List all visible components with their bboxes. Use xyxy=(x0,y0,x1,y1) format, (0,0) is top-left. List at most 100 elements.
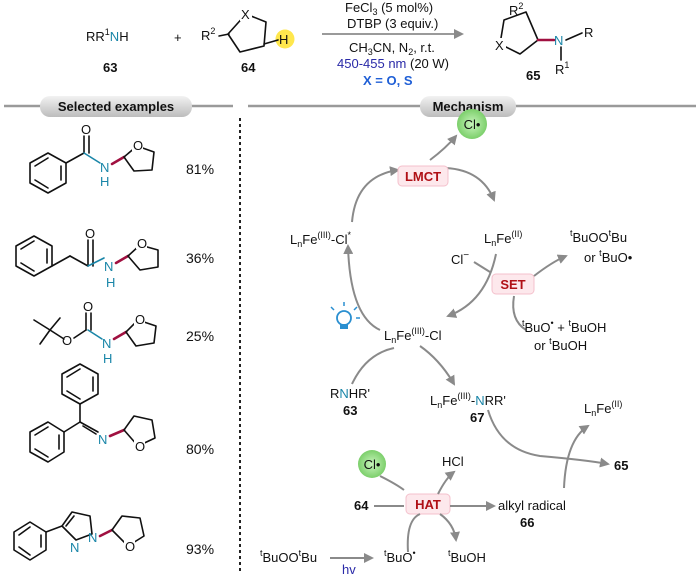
arc-to-lmct xyxy=(351,166,400,223)
right-section-pill xyxy=(420,96,516,117)
lmct-box xyxy=(397,165,449,187)
arc-feii-to-fecl xyxy=(446,253,497,318)
ex4-n: N xyxy=(98,432,107,447)
fe-ii: LnFe(II) xyxy=(484,229,522,248)
ex2-ring-o: O xyxy=(137,236,147,251)
ex1-carbonyl-o: O xyxy=(81,122,91,137)
bottom-tbuoh: tBuOH xyxy=(448,548,486,565)
atom-x: X xyxy=(241,7,250,22)
or-tbuoh: or tBuOH xyxy=(534,336,587,353)
label-67: 67 xyxy=(470,410,484,425)
reaction-scheme: RR1NH 63 + H X R2 64 FeCl3 (5 mol%) DTBP… xyxy=(86,0,593,88)
example-1: O N H O 81% xyxy=(29,122,214,194)
ex5-n1: N xyxy=(88,530,97,545)
fe-nrr: LnFe(III)-NRR' xyxy=(430,391,506,410)
ex2-n: N xyxy=(104,259,113,274)
cl-radical-top xyxy=(457,109,487,139)
ex2-h: H xyxy=(106,275,115,290)
arrow-radical-up xyxy=(563,424,590,489)
hcl: HCl xyxy=(442,454,464,469)
condition-catalyst: FeCl3 (5 mol%) xyxy=(345,0,433,17)
ex5-ring-o: O xyxy=(125,539,135,554)
substrate-64-structure: H X R2 xyxy=(201,7,295,53)
cl-radical-bottom xyxy=(358,450,386,478)
fe-ii-release: LnFe(II) xyxy=(584,399,622,418)
chloride: Cl− xyxy=(451,250,469,267)
arrow-hat-to-hcl xyxy=(437,470,456,495)
arrow-set-to-tbuoo xyxy=(533,254,568,277)
ex3-n: N xyxy=(102,336,111,351)
arrow-tbuo-to-hat xyxy=(406,513,421,553)
lmct-label: LMCT xyxy=(405,169,441,184)
set-box xyxy=(491,273,535,295)
label-63-mech: 63 xyxy=(343,403,357,418)
rnhr: RNHR' xyxy=(330,386,370,401)
bottom-tbuoo: tBuOOtBu xyxy=(260,548,317,565)
example-5: N N O 93% xyxy=(13,511,214,561)
ex1-n: N xyxy=(100,160,109,175)
product-n: N xyxy=(554,33,563,48)
condition-solvent: CH3CN, N2, r.t. xyxy=(349,40,435,57)
ex3-carbonyl-o: O xyxy=(83,299,93,314)
ex3-yield: 25% xyxy=(186,328,214,344)
product-x: X xyxy=(495,38,504,53)
arrow-cl-to-hat xyxy=(379,475,405,491)
x-definition: X = O, S xyxy=(363,73,413,88)
set-label: SET xyxy=(500,277,525,292)
ex3-ring-o: O xyxy=(135,312,145,327)
cl-radical-top-label: Cl• xyxy=(464,117,481,132)
tbuoo: tBuOOtBu xyxy=(570,228,627,245)
arrow-hat-to-tbuoh xyxy=(439,513,460,542)
substituent-r2: R2 xyxy=(201,26,215,43)
label-65: 65 xyxy=(526,68,540,83)
or-tbuo: or tBuO• xyxy=(584,248,633,265)
arrow-cl-to-set xyxy=(473,261,491,273)
right-section-title: Mechanism xyxy=(433,99,504,114)
arrow-fecl-to-fenrr xyxy=(419,345,456,386)
arrow-rnhr-in xyxy=(351,347,395,385)
reactant-amine: RR1NH xyxy=(86,27,129,44)
ex3-h: H xyxy=(103,351,112,366)
arc-fecl-to-feclstar xyxy=(343,244,381,331)
arrow-to-product xyxy=(487,409,610,468)
hat-box xyxy=(405,493,451,515)
ex1-yield: 81% xyxy=(186,161,214,177)
plus-sign: + xyxy=(174,30,182,45)
example-3: O O N H O 25% xyxy=(33,299,214,366)
highlighted-h xyxy=(275,29,295,49)
ex1-h: H xyxy=(100,174,109,189)
ex4-ring-o: O xyxy=(135,439,145,454)
product-r2: R2 xyxy=(509,1,523,18)
product-r: R xyxy=(584,25,593,40)
ex4-yield: 80% xyxy=(186,441,214,457)
hat-label: HAT xyxy=(415,497,441,512)
left-section-pill xyxy=(40,96,192,117)
arrow-lmct-to-cl xyxy=(429,134,458,161)
atom-h: H xyxy=(279,32,288,47)
ex5-yield: 93% xyxy=(186,541,214,557)
cl-radical-bottom-label: Cl• xyxy=(364,457,381,472)
label-64: 64 xyxy=(241,60,256,75)
ex2-yield: 36% xyxy=(186,250,214,266)
ex1-ring-o: O xyxy=(133,138,143,153)
condition-oxidant: DTBP (3 equiv.) xyxy=(347,16,438,31)
arrow-set-to-tbuoh xyxy=(512,295,527,331)
example-4: N O 80% xyxy=(29,363,214,463)
label-65-mech: 65 xyxy=(614,458,628,473)
mechanism: Cl• LMCT LnFe(III)-Cl* LnFe(II) Cl− SET … xyxy=(260,109,633,577)
arc-lmct-to-feii xyxy=(445,167,496,202)
label-66: 66 xyxy=(520,515,534,530)
hv-label: hv xyxy=(342,562,356,577)
bottom-tbuo: tBuO• xyxy=(384,548,416,565)
alkyl-radical: alkyl radical xyxy=(498,498,566,513)
ex2-carbonyl-o: O xyxy=(85,226,95,241)
tbuo-plus-tbuoh: tBuO• + tBuOH xyxy=(522,318,606,335)
ex5-n2: N xyxy=(70,540,79,555)
fe-cl-star: LnFe(III)-Cl* xyxy=(290,230,352,249)
example-2: O N H O 36% xyxy=(15,226,214,290)
label-64-mech: 64 xyxy=(354,498,369,513)
fe-iii-cl: LnFe(III)-Cl xyxy=(384,326,442,345)
product-65-structure: R2 X N R R1 xyxy=(494,1,593,77)
lightbulb-icon xyxy=(330,302,360,329)
